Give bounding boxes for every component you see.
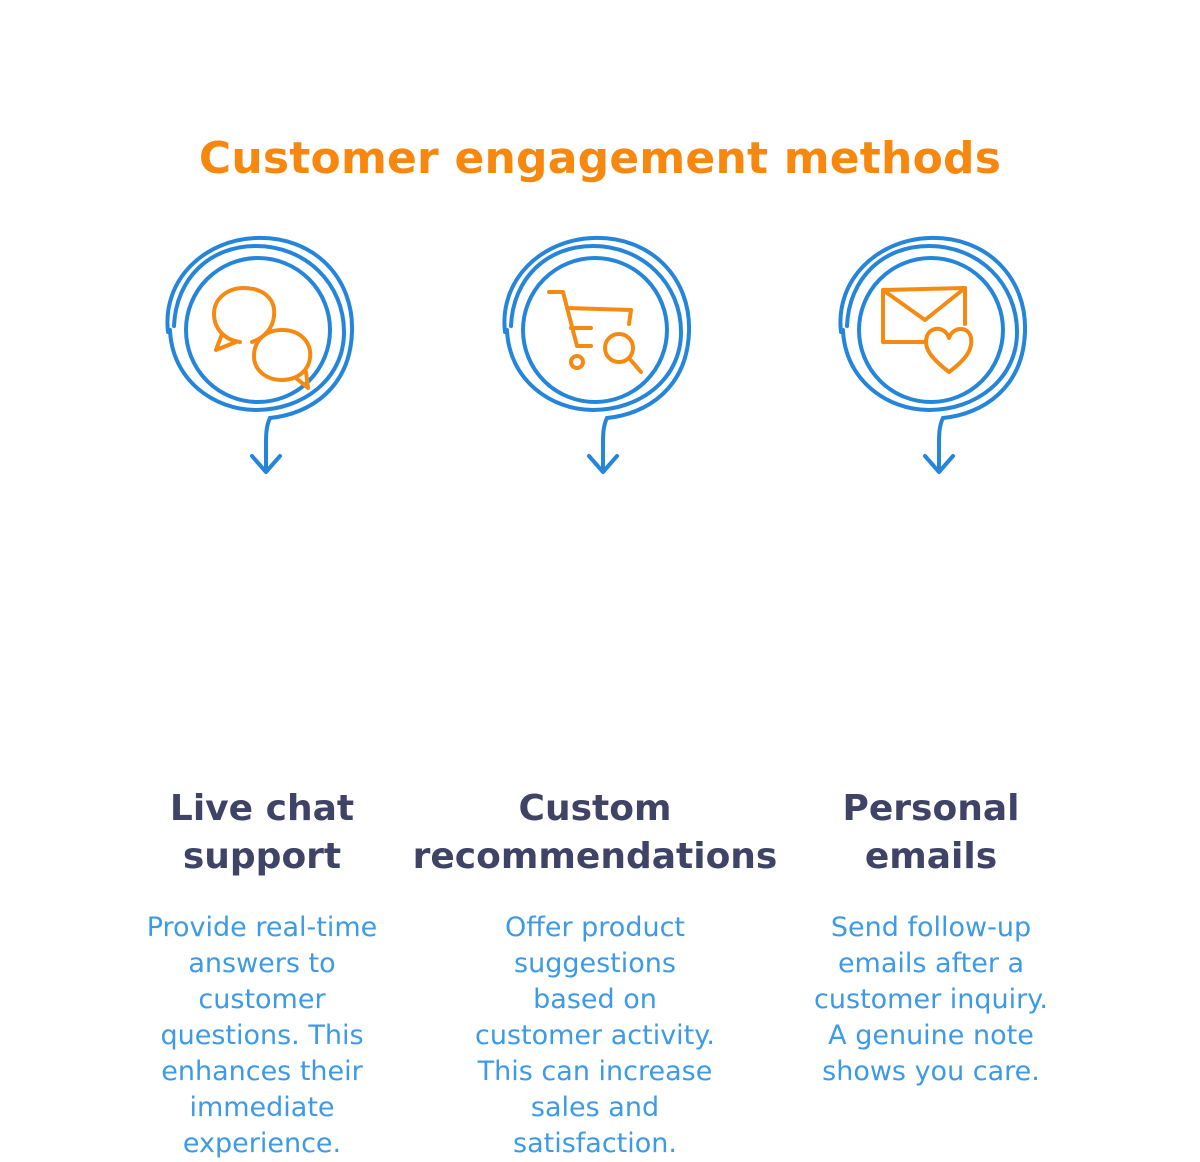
spiral-ring <box>838 235 1028 420</box>
email-spiral-graphic <box>838 235 1028 474</box>
cart-spiral-graphic <box>502 235 692 474</box>
method-heading: Custom recommendations <box>412 788 778 877</box>
page-title: Customer engagement methods <box>198 133 1002 185</box>
spiral-ring <box>165 235 355 420</box>
down-arrow-icon <box>923 416 955 474</box>
envelope-heart-icon <box>881 286 974 374</box>
down-arrow-icon <box>587 416 619 474</box>
cart-search-icon <box>547 290 643 374</box>
method-heading: Live chat support <box>169 788 355 877</box>
chat-spiral-graphic <box>165 235 355 474</box>
method-heading: Personal emails <box>842 788 1020 877</box>
method-card-personal-emails: Personal emails Send follow-up emails af… <box>731 230 1131 1087</box>
spiral-ring <box>502 235 692 420</box>
method-description: Send follow-up emails after a customer i… <box>814 912 1048 1087</box>
down-arrow-icon <box>250 416 282 474</box>
chat-bubbles-icon <box>212 286 313 390</box>
